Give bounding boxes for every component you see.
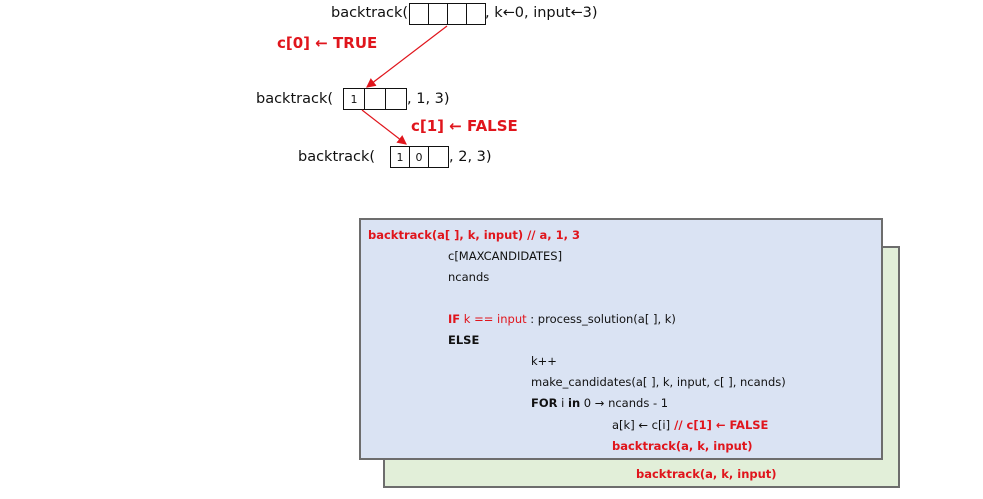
root-array xyxy=(409,3,486,25)
level2-cell-1: 0 xyxy=(410,146,429,168)
level1-cell-1 xyxy=(365,88,386,110)
if-condition: k == input xyxy=(460,312,527,326)
level2-cell-2 xyxy=(429,146,449,168)
edge1-assignment-label: c[0] ← TRUE xyxy=(277,34,378,52)
root-call-args: , k←0, input←3) xyxy=(485,5,598,21)
level1-cell-0: 1 xyxy=(344,88,365,110)
code-header: backtrack(a[ ], k, input) // a, 1, 3 xyxy=(368,228,580,242)
back-recursive-call: backtrack(a, k, input) xyxy=(636,467,777,481)
root-call-fn: backtrack( xyxy=(331,5,409,21)
root-cell-2 xyxy=(448,3,467,25)
level2-call-args: , 2, 3) xyxy=(449,149,492,165)
root-cell-3 xyxy=(467,3,486,25)
level2-cell-0: 1 xyxy=(391,146,410,168)
code-line-candidates-array: c[MAXCANDIDATES] xyxy=(448,249,563,263)
code-line-for: FOR i in 0 → ncands - 1 xyxy=(531,396,668,410)
root-cell-0 xyxy=(410,3,429,25)
code-line-if: IF k == input : process_solution(a[ ], k… xyxy=(448,312,676,326)
for-range: 0 → ncands - 1 xyxy=(580,396,669,410)
level2-call-fn: backtrack( xyxy=(298,149,376,165)
code-line-increment: k++ xyxy=(531,354,557,368)
for-var: i xyxy=(557,396,569,410)
root-cell-1 xyxy=(429,3,448,25)
level2-array: 1 0 xyxy=(390,146,449,168)
if-action: : process_solution(a[ ], k) xyxy=(526,312,676,326)
front-stack-frame-panel: backtrack(a[ ], k, input) // a, 1, 3 c[M… xyxy=(359,218,883,460)
level1-cell-2 xyxy=(386,88,407,110)
if-keyword: IF xyxy=(448,312,461,326)
code-line-recursive-call: backtrack(a, k, input) xyxy=(612,439,753,453)
for-keyword: FOR xyxy=(531,396,558,410)
level1-array: 1 xyxy=(343,88,407,110)
edge2-arrow xyxy=(361,109,407,145)
assign-comment: // c[1] ← FALSE xyxy=(670,418,769,432)
edge2-assignment-label: c[1] ← FALSE xyxy=(411,117,518,135)
level1-call-args: , 1, 3) xyxy=(407,91,450,107)
code-line-else: ELSE xyxy=(448,333,480,347)
level1-call-fn: backtrack( xyxy=(256,91,334,107)
code-line-make-candidates: make_candidates(a[ ], k, input, c[ ], nc… xyxy=(531,375,786,389)
code-line-ncands: ncands xyxy=(448,270,490,284)
code-line-assign: a[k] ← c[i] // c[1] ← FALSE xyxy=(612,418,768,432)
for-in-keyword: in xyxy=(568,396,581,410)
edge1-arrow xyxy=(366,25,448,88)
assign-statement: a[k] ← c[i] xyxy=(612,418,671,432)
